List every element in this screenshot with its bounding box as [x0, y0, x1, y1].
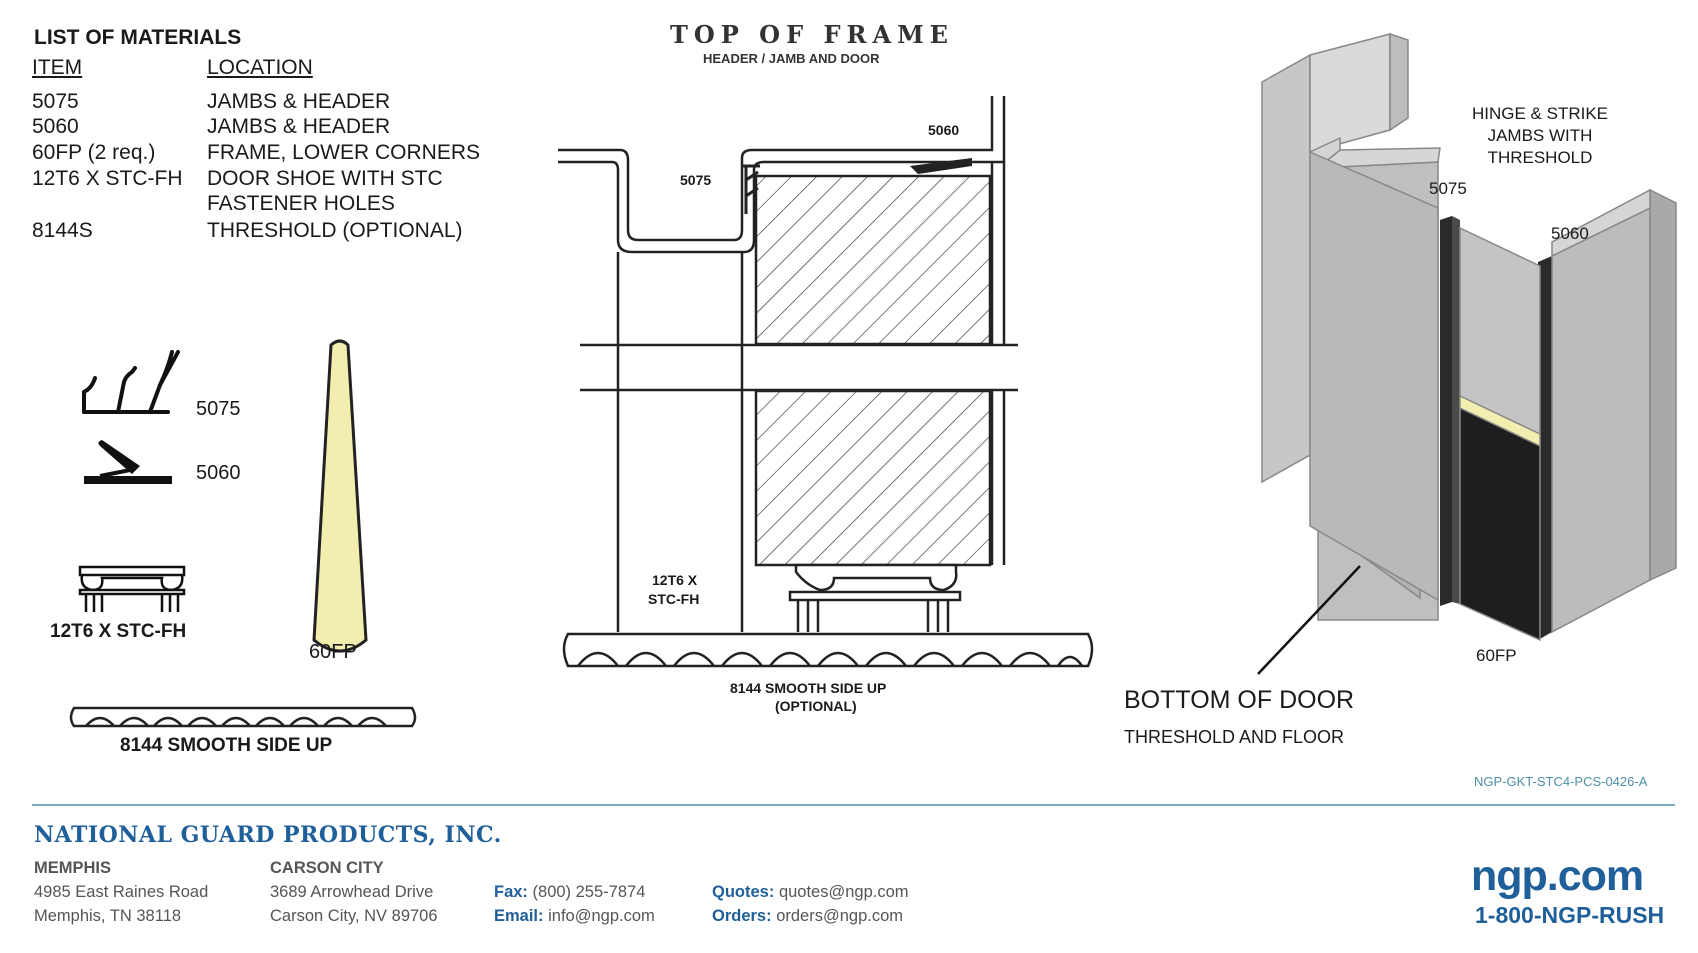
location-cell: FRAME, LOWER CORNERS — [207, 141, 481, 164]
section-label-8144-a: 8144 SMOOTH SIDE UP — [730, 680, 887, 696]
item-cell: 5075 — [32, 90, 79, 113]
iso-label-5075: 5075 — [1429, 179, 1467, 198]
door-shoe-12t6-profile — [78, 565, 186, 612]
location-cell: JAMBS & HEADER — [207, 90, 391, 113]
memphis-address: MEMPHIS 4985 East Raines Road Memphis, T… — [34, 856, 208, 928]
threshold-8144-profile — [69, 706, 417, 728]
document-id: NGP-GKT-STC4-PCS-0426-A — [1474, 774, 1648, 789]
memphis-city: MEMPHIS — [34, 859, 112, 877]
iso-frame-right-jamb — [1309, 150, 1677, 642]
email-link[interactable]: info@ngp.com — [548, 907, 655, 925]
iso-heading-line: JAMBS WITH — [1487, 126, 1593, 145]
iso-bottom-subtitle: THRESHOLD AND FLOOR — [1124, 727, 1345, 747]
iso-bottom-title: BOTTOM OF DOOR — [1124, 686, 1355, 714]
label-5060: 5060 — [196, 462, 241, 484]
orders-label: Orders: — [712, 907, 772, 925]
item-cell: 8144S — [32, 219, 93, 242]
door-shoe-section — [788, 563, 962, 632]
materials-title: LIST OF MATERIALS — [34, 26, 242, 49]
orders-link[interactable]: orders@ngp.com — [776, 907, 904, 925]
fax-label: Fax: — [494, 883, 528, 901]
section-label-5075: 5075 — [680, 172, 712, 188]
seal-5060-profile — [84, 440, 172, 484]
iso-frame-seals — [1440, 216, 1552, 640]
door-slab-lower — [754, 389, 992, 567]
item-cell: 60FP (2 req.) — [32, 141, 156, 164]
iso-heading: HINGE & STRIKE JAMBS WITH THRESHOLD — [1440, 103, 1640, 169]
section-label-5060: 5060 — [928, 122, 960, 138]
col-location-header: LOCATION — [207, 56, 313, 79]
quotes-link[interactable]: quotes@ngp.com — [778, 883, 909, 901]
label-12t6: 12T6 X STC-FH — [50, 621, 187, 642]
section-subtitle: HEADER / JAMB AND DOOR — [703, 51, 880, 66]
contact-quotes-orders: Quotes: quotes@ngp.com Orders: orders@ng… — [712, 880, 909, 928]
fax-number: (800) 255-7874 — [532, 883, 646, 901]
item-cell: 12T6 X STC-FH — [32, 167, 183, 190]
email-label: Email: — [494, 907, 544, 925]
phone-number[interactable]: 1-800-NGP-RUSH — [1475, 902, 1665, 928]
carson-address: CARSON CITY 3689 Arrowhead Drive Carson … — [270, 856, 438, 928]
pad-60fp-shape — [312, 339, 368, 653]
section-label-12t6-b: STC-FH — [648, 591, 700, 607]
item-cell: 5060 — [32, 115, 79, 138]
memphis-line2: Memphis, TN 38118 — [34, 907, 182, 925]
label-60fp: 60FP — [309, 641, 357, 663]
quotes-label: Quotes: — [712, 883, 775, 901]
section-label-12t6-a: 12T6 X — [652, 572, 698, 588]
iso-heading-line: THRESHOLD — [1487, 148, 1593, 167]
seal-5060-section — [910, 158, 972, 174]
location-cell: FASTENER HOLES — [207, 192, 395, 215]
seal-5075-profile — [82, 350, 180, 414]
carson-line2: Carson City, NV 89706 — [270, 907, 438, 925]
iso-leader-line — [1257, 565, 1361, 675]
label-5075: 5075 — [196, 398, 241, 420]
carson-line1: 3689 Arrowhead Drive — [270, 883, 434, 901]
memphis-line1: 4985 East Raines Road — [34, 883, 209, 901]
website-link[interactable]: ngp.com — [1471, 852, 1644, 900]
location-cell: THRESHOLD (OPTIONAL) — [207, 219, 463, 242]
location-cell: DOOR SHOE WITH STC — [207, 167, 443, 190]
label-8144: 8144 SMOOTH SIDE UP — [120, 735, 333, 756]
carson-city: CARSON CITY — [270, 859, 384, 877]
contact-fax-email: Fax: (800) 255-7874 Email: info@ngp.com — [494, 880, 655, 928]
location-cell: JAMBS & HEADER — [207, 115, 391, 138]
seal-5075-section — [742, 164, 760, 214]
col-item-header: ITEM — [32, 56, 83, 79]
company-name: NATIONAL GUARD PRODUCTS, INC. — [34, 822, 502, 848]
iso-heading-line: HINGE & STRIKE — [1471, 104, 1609, 123]
threshold-section — [562, 632, 1094, 668]
section-label-8144-b: (OPTIONAL) — [775, 698, 857, 714]
section-title: TOP OF FRAME — [670, 20, 954, 49]
iso-label-60fp: 60FP — [1476, 646, 1517, 665]
door-slab-upper — [754, 174, 992, 346]
iso-label-5060: 5060 — [1551, 224, 1589, 243]
